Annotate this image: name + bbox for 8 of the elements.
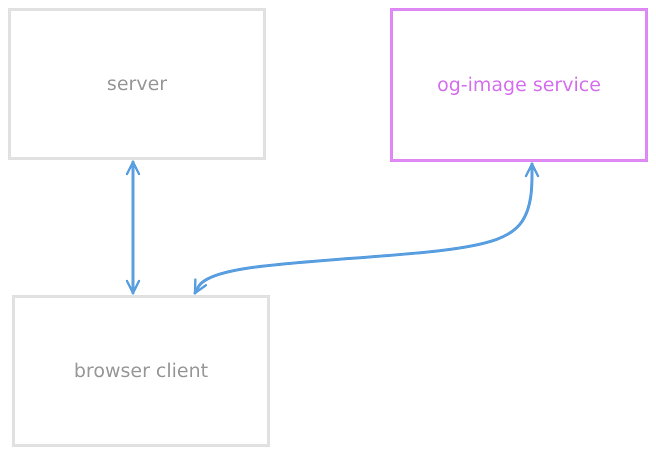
double-arrow: [126, 160, 140, 294]
service-box: [12, 295, 270, 447]
box-label: browser client: [74, 358, 208, 384]
box-label: server: [106, 72, 168, 96]
double-arrow: [194, 162, 540, 294]
box-label: og-image service: [437, 72, 601, 98]
service-box: [390, 8, 648, 162]
service-box: [8, 8, 266, 160]
